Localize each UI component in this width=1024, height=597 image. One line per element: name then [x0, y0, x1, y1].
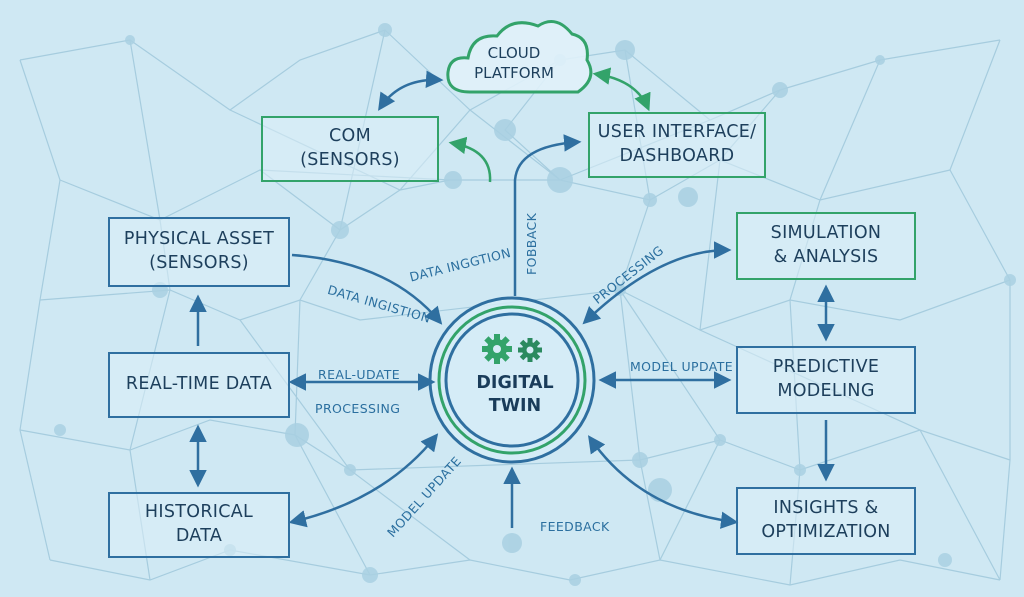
arrow-historical-hub — [288, 433, 439, 528]
physical-asset-box: PHYSICAL ASSET (SENSORS) — [108, 217, 290, 287]
simulation-box: SIMULATION & ANALYSIS — [736, 212, 916, 280]
predictive-line-1: PREDICTIVE — [772, 357, 880, 378]
user-interface-box: USER INTERFACE/ DASHBOARD — [588, 112, 766, 178]
historical-data-line-1: HISTORICAL — [144, 502, 254, 523]
digital-twin-hub — [428, 296, 596, 464]
user-interface-line-1: USER INTERFACE/ — [597, 122, 757, 143]
insights-box: INSIGHTS & OPTIMIZATION — [736, 487, 916, 555]
digital-twin-line-2: TWIN — [488, 395, 542, 416]
cloud-icon — [446, 20, 593, 94]
arrow-insights-hub — [588, 435, 739, 529]
arrow-cloud-ui — [592, 67, 651, 112]
cloud-line-2: PLATFORM — [474, 63, 554, 82]
simulation-line-1: SIMULATION — [770, 223, 882, 244]
physical-asset-line-2: (SENSORS) — [149, 253, 249, 273]
arrow-feedback-vertical — [513, 134, 582, 296]
arrow-cloud-com — [378, 70, 444, 111]
label-model-update-right: MODEL UPDATE — [630, 359, 734, 374]
label-real-update: REAL-UDATE — [318, 367, 401, 382]
arrow-hub-com — [448, 136, 492, 183]
arrow-simulation-hub — [582, 241, 732, 325]
simulation-line-2: & ANALYSIS — [773, 247, 879, 267]
historical-data-line-2: DATA — [175, 526, 223, 546]
predictive-modeling-box: PREDICTIVE MODELING — [736, 346, 916, 414]
predictive-line-2: MODELING — [777, 381, 875, 401]
label-feedback-vertical: FOBBACK — [524, 212, 539, 275]
com-sensors-box: COM (SENSORS) — [261, 116, 439, 182]
com-sensors-line-1: COM — [329, 126, 371, 147]
insights-line-1: INSIGHTS & — [773, 498, 879, 519]
label-processing-left: PROCESSING — [315, 401, 401, 416]
com-sensors-line-2: (SENSORS) — [300, 150, 400, 170]
cloud-line-1: CLOUD — [487, 44, 541, 62]
digital-twin-label: DIGITAL TWIN — [455, 372, 575, 418]
real-time-data-line-1: REAL-TIME DATA — [125, 374, 273, 395]
digital-twin-line-1: DIGITAL — [476, 373, 554, 393]
label-feedback-bottom: FEEDBACK — [540, 519, 610, 534]
cloud-platform-label: CLOUD PLATFORM — [458, 44, 570, 83]
insights-line-2: OPTIMIZATION — [761, 522, 891, 542]
user-interface-line-2: DASHBOARD — [619, 146, 735, 166]
connection-arrows — [189, 67, 835, 529]
real-time-data-box: REAL-TIME DATA — [108, 352, 290, 418]
arrow-physical-hub — [291, 253, 443, 325]
historical-data-box: HISTORICAL DATA — [108, 492, 290, 558]
physical-asset-line-1: PHYSICAL ASSET — [123, 229, 275, 250]
gears-icon — [482, 334, 542, 364]
